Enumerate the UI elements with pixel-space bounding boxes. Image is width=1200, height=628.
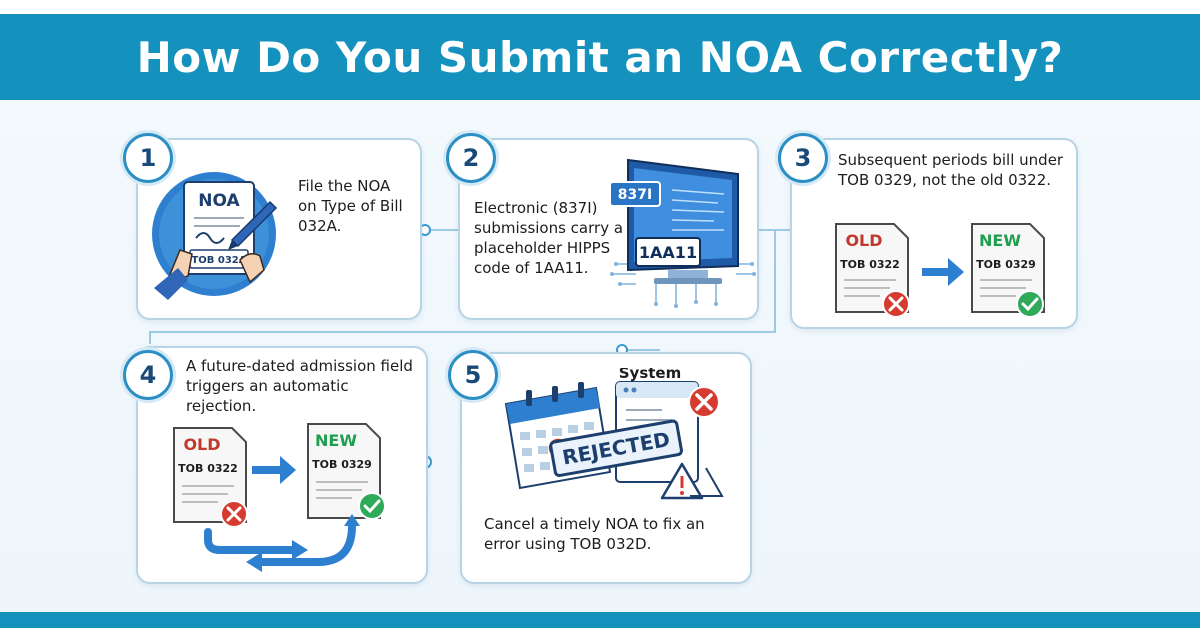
screen-tag-text: 837I (618, 187, 652, 203)
connector-3-4 (149, 230, 776, 344)
page-title: How Do You Submit an NOA Correctly? (136, 32, 1064, 82)
title-banner: How Do You Submit an NOA Correctly? (0, 14, 1200, 100)
step-5-illustration: System REJECTED (492, 364, 732, 513)
step-5-badge: 5 (448, 350, 498, 400)
new-header: NEW (315, 431, 357, 450)
old-label: TOB 0322 (840, 258, 900, 271)
circuit-icon (612, 263, 754, 306)
old-label: TOB 0322 (178, 462, 238, 475)
new-document-icon: NEW TOB 0329 (971, 223, 1045, 313)
new-document-icon: NEW TOB 0329 (307, 423, 381, 519)
check-circle-icon (1016, 290, 1044, 318)
screen-tag (609, 181, 661, 207)
diagram-canvas: NOA TOB 032A File the NOA on Typ (0, 100, 1200, 612)
step-1-badge: 1 (123, 133, 173, 183)
step-1-illustration: NOA TOB 032A (144, 164, 284, 309)
step-5-text: Cancel a timely NOA to fix an error usin… (484, 515, 705, 553)
step-3-badge: 3 (778, 133, 828, 183)
rejected-stamp: REJECTED (549, 419, 683, 478)
code-tag-text: 1AA11 (639, 243, 697, 262)
step-5-card: System REJECTED Cancel a timely NOA to f… (460, 352, 752, 584)
step-1-card: NOA TOB 032A File the NOA on Typ (136, 138, 422, 320)
old-document-icon: OLD TOB 0322 (173, 427, 247, 523)
old-document-icon: OLD TOB 0322 (835, 223, 909, 313)
doc-label: TOB 032A (191, 255, 246, 266)
old-header: OLD (845, 231, 882, 250)
arrow-right-icon (922, 258, 964, 286)
step-3-card: Subsequent periods bill under TOB 0329, … (790, 138, 1078, 329)
x-circle-icon (220, 500, 248, 528)
step-4-text: A future-dated admission field triggers … (186, 357, 413, 415)
old-header: OLD (183, 435, 220, 454)
arrow-right-icon (252, 456, 296, 484)
doc-header: NOA (198, 191, 240, 211)
window-title: System (619, 368, 681, 382)
document-icon: NOA TOB 032A (183, 181, 255, 275)
pen-icon (228, 200, 278, 250)
footer-bar (0, 612, 1200, 628)
new-header: NEW (979, 231, 1021, 250)
step-4-badge: 4 (123, 350, 173, 400)
check-circle-icon (358, 492, 386, 520)
new-label: TOB 0329 (312, 458, 372, 471)
step-2-badge: 2 (446, 133, 496, 183)
step-2-illustration: 837I 1AA11 (606, 154, 756, 314)
step-3-text: Subsequent periods bill under TOB 0329, … (838, 151, 1064, 189)
loop-arrows-icon (204, 522, 356, 566)
step-1-text: File the NOA on Type of Bill 032A. (298, 177, 403, 235)
step-4-card: A future-dated admission field triggers … (136, 346, 428, 584)
x-circle-icon (882, 290, 910, 318)
new-label: TOB 0329 (976, 258, 1036, 271)
warning-icon (660, 462, 724, 500)
step-2-card: Electronic (837I) submissions carry a pl… (458, 138, 759, 320)
x-circle-icon (688, 386, 720, 418)
code-tag (635, 237, 701, 267)
step-2-text: Electronic (837I) submissions carry a pl… (474, 199, 624, 277)
step-4-illustration: OLD TOB 0322 NEW TOB 0329 (168, 422, 408, 577)
step-3-illustration: OLD TOB 0322 NEW TOB 0329 (830, 220, 1062, 325)
